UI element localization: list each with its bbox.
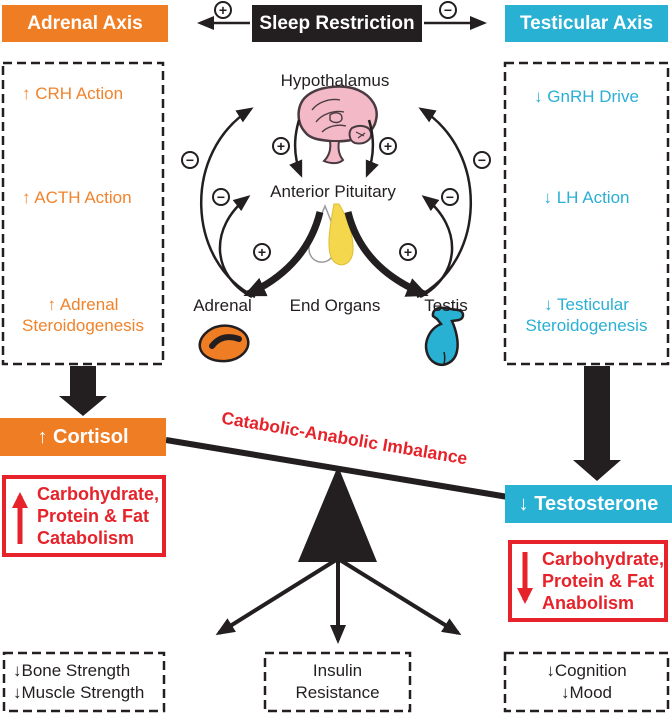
musculoskeletal-box-outline bbox=[2, 651, 166, 713]
testicular-axis-header: Testicular Axis bbox=[505, 5, 668, 42]
adrenal-feedback-to-pituitary-arrow bbox=[218, 195, 253, 299]
testicular-axis-header-label: Testicular Axis bbox=[519, 12, 654, 34]
adrenal-gland-illustration bbox=[198, 324, 250, 363]
sleep-restriction-label: Sleep Restriction bbox=[259, 12, 415, 34]
anterior-pituitary-label: Anterior Pituitary bbox=[270, 182, 396, 201]
adrenal-axis-block-arrow bbox=[59, 366, 107, 416]
minus-sign-feedback-long-right: − bbox=[473, 151, 491, 169]
resistance-label: Resistance bbox=[295, 683, 380, 702]
minus-sign-feedback-short-left: − bbox=[212, 188, 230, 206]
insulin-box-outline bbox=[263, 651, 412, 713]
testicular-panel-item-steroidogenesis: ↓ Testicular Steroidogenesis bbox=[525, 295, 648, 335]
sleep-restriction-box: Sleep Restriction bbox=[252, 5, 422, 42]
adrenal-feedback-to-hypothalamus-arrow bbox=[200, 107, 256, 299]
plus-sign-hypothalamus-right: + bbox=[379, 137, 397, 155]
testicular-panel-item-lh: ↓ LH Action bbox=[543, 188, 630, 207]
adrenal-label: Adrenal bbox=[193, 296, 252, 315]
testicular-axis-block-arrow bbox=[573, 366, 621, 481]
cortisol-label: ↑ Cortisol bbox=[37, 425, 129, 448]
cognition-box-outline bbox=[503, 651, 670, 713]
minus-sign-feedback-long-left: − bbox=[181, 151, 199, 169]
mood-label: ↓Mood bbox=[560, 683, 613, 702]
hypothalamus-label: Hypothalamus bbox=[280, 71, 390, 90]
catabolism-text: Carbohydrate, Protein & Fat Catabolism bbox=[37, 484, 160, 548]
plus-sign-pituitary-adrenal: + bbox=[253, 243, 271, 261]
to-musculoskeletal-arrow bbox=[215, 558, 338, 636]
plus-sign-hypothalamus-left: + bbox=[272, 137, 290, 155]
insulin-label: Insulin bbox=[312, 661, 363, 680]
insulin-resistance-box: Insulin Resistance bbox=[265, 653, 410, 711]
plus-sign-top-left: + bbox=[214, 1, 232, 19]
testis-label: Testis bbox=[424, 296, 468, 315]
adrenal-panel-item-acth: ↑ ACTH Action bbox=[22, 188, 132, 207]
testis-illustration bbox=[424, 306, 465, 367]
testicular-panel-item-gnrh: ↓ GnRH Drive bbox=[534, 87, 639, 106]
fulcrum-triangle bbox=[298, 466, 377, 562]
testosterone-label: ↓ Testosterone bbox=[518, 492, 659, 515]
adrenal-panel-item-steroidogenesis: ↑ Adrenal Steroidogenesis bbox=[22, 295, 144, 335]
testosterone-box: ↓ Testosterone bbox=[505, 485, 672, 523]
minus-sign-top-right: − bbox=[439, 1, 457, 19]
cognition-label: ↓Cognition bbox=[546, 661, 627, 680]
adrenal-panel-item-crh: ↑ CRH Action bbox=[22, 84, 124, 103]
adrenal-axis-header-label: Adrenal Axis bbox=[27, 12, 143, 34]
hypothalamus-to-pituitary-arrow-right bbox=[365, 119, 379, 178]
adrenal-axis-header: Adrenal Axis bbox=[2, 5, 168, 42]
pituitary-to-adrenal-arrow bbox=[243, 211, 324, 298]
pituitary-to-testis-arrow bbox=[344, 211, 429, 298]
plus-sign-pituitary-testis: + bbox=[399, 243, 417, 261]
anabolism-text: Carbohydrate, Protein & Fat Anabolism bbox=[542, 549, 665, 613]
testis-feedback-to-pituitary-arrow bbox=[419, 195, 454, 299]
to-cognition-arrow bbox=[338, 558, 462, 636]
cognition-mood-box: ↓Cognition ↓Mood bbox=[505, 653, 668, 711]
testicular-panel-outline bbox=[503, 61, 670, 366]
catabolism-box: Carbohydrate, Protein & Fat Catabolism bbox=[2, 475, 166, 557]
brain-illustration bbox=[297, 85, 378, 165]
musculoskeletal-box: ↓Bone Strength ↓Muscle Strength bbox=[4, 653, 164, 711]
minus-sign-feedback-short-right: − bbox=[441, 188, 459, 206]
end-organs-label: End Organs bbox=[289, 296, 381, 315]
hypothalamus-to-pituitary-arrow-left bbox=[289, 119, 303, 178]
bone-strength-label: ↓Bone Strength bbox=[13, 661, 131, 680]
cortisol-box: ↑ Cortisol bbox=[0, 418, 166, 456]
anabolism-box: Carbohydrate, Protein & Fat Anabolism bbox=[508, 540, 668, 622]
adrenal-panel-outline bbox=[1, 61, 165, 366]
muscle-strength-label: ↓Muscle Strength bbox=[13, 683, 145, 702]
